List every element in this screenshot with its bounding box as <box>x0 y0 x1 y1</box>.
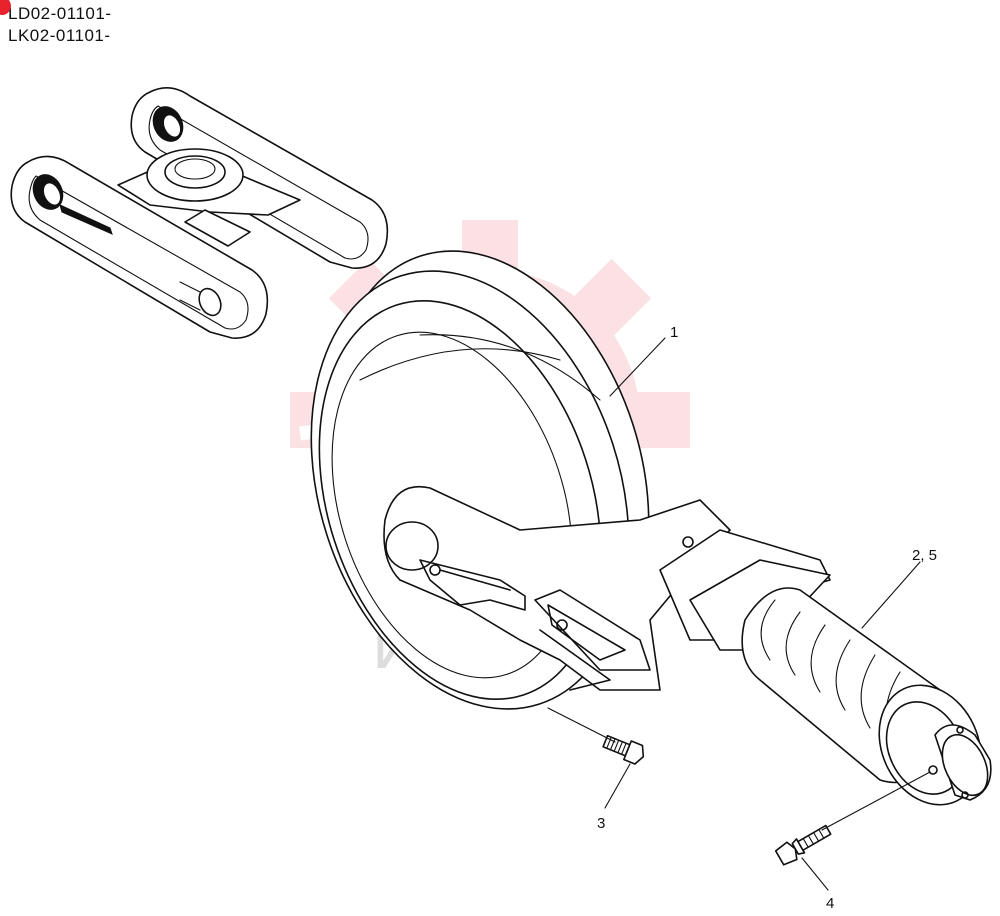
serial-range-1: LD02-01101- <box>8 4 112 23</box>
leader-line-1 <box>609 337 666 397</box>
leader-line-2-5 <box>861 561 921 629</box>
leader-line-4b <box>801 857 829 891</box>
leader-line-3a <box>547 707 616 743</box>
serial-range-2: LK02-01101- <box>8 26 111 45</box>
bolt-part-4 <box>774 824 832 866</box>
callout-2-5: 2, 5 <box>912 547 937 564</box>
red-dot-icon <box>0 0 11 15</box>
track-frame-thumbnail-icon <box>10 87 389 339</box>
idler-assembly <box>310 250 992 806</box>
bolt-part-3 <box>602 734 645 765</box>
leader-line-4a <box>821 771 931 831</box>
callout-3: 3 <box>597 815 605 832</box>
leader-line-3b <box>604 763 631 809</box>
callout-4: 4 <box>826 895 834 912</box>
callout-1: 1 <box>670 324 678 341</box>
